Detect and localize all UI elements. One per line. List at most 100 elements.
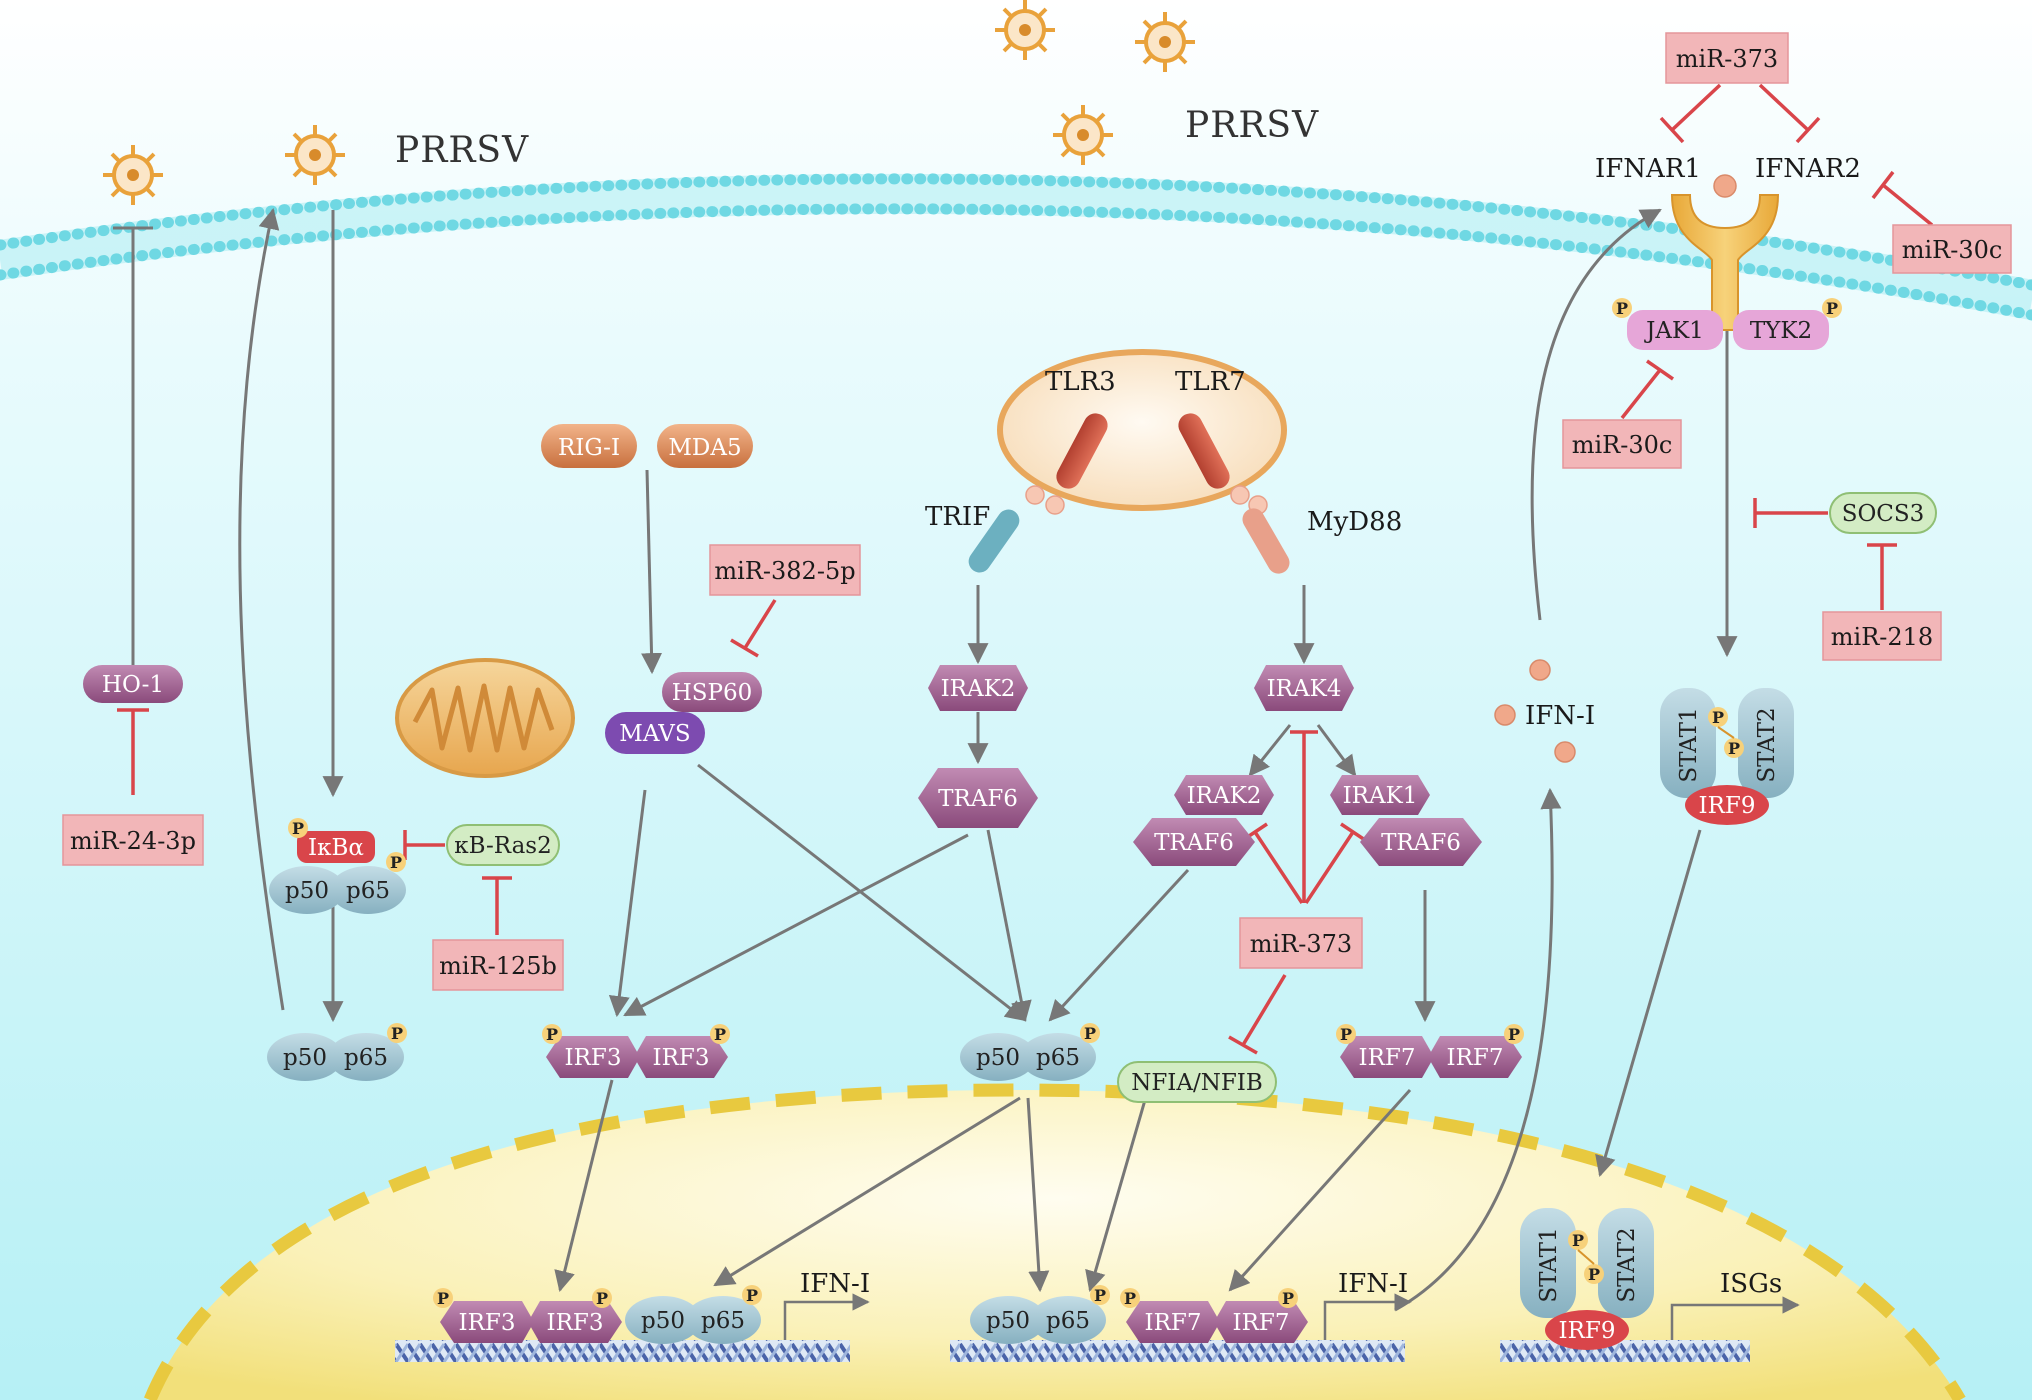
ifnar2-label: IFNAR2 [1755, 154, 1861, 184]
p50-p65-complex-nucleus-center: p50 p65 [970, 1296, 1106, 1344]
virus-icon [285, 125, 345, 185]
svg-text:IRF7: IRF7 [1145, 1310, 1202, 1336]
svg-text:P: P [437, 1289, 449, 1308]
svg-text:P: P [1124, 1289, 1136, 1308]
svg-text:HO-1: HO-1 [102, 672, 164, 698]
p-badge: P [592, 1288, 612, 1308]
svg-text:p65: p65 [346, 878, 390, 904]
p-badge: P [742, 1285, 762, 1305]
mirna-box-mir-373-center: miR-373 [1239, 917, 1363, 969]
svg-text:TRAF6: TRAF6 [1381, 830, 1461, 856]
virus-icon [1053, 105, 1113, 165]
p-badge: P [288, 818, 308, 838]
svg-text:P: P [1084, 1024, 1096, 1043]
irf3-dimer-nucleus: IRF3 IRF3 [440, 1301, 622, 1343]
svg-text:TRAF6: TRAF6 [1154, 830, 1234, 856]
svg-text:miR-218: miR-218 [1831, 623, 1933, 651]
svg-text:P: P [390, 853, 402, 872]
p50-p65-complex-active-center: p50 p65 [960, 1033, 1096, 1081]
mirna-box-mir-382-5p: miR-382-5p [709, 544, 861, 596]
virus-particles [103, 0, 1195, 205]
p-badge: P [1090, 1285, 1110, 1305]
p-badge: P [433, 1288, 453, 1308]
svg-text:JAK1: JAK1 [1644, 318, 1704, 344]
svg-text:P: P [1616, 299, 1628, 318]
svg-text:MDA5: MDA5 [668, 435, 741, 461]
irak2-node-myd88: IRAK2 [1174, 775, 1274, 815]
svg-text:IRF9: IRF9 [1559, 1318, 1616, 1344]
svg-text:STAT1: STAT1 [1676, 707, 1702, 782]
svg-text:TRAF6: TRAF6 [938, 786, 1018, 812]
ifn-i-molecules [1494, 659, 1576, 763]
svg-text:NFIA/NFIB: NFIA/NFIB [1131, 1070, 1263, 1096]
myd88-adaptor [1230, 485, 1290, 574]
svg-text:p65: p65 [701, 1308, 745, 1334]
ikba-node: IκBα [297, 831, 375, 863]
tlr7-label: TLR7 [1175, 367, 1246, 397]
jak1-node: JAK1 [1627, 310, 1723, 350]
svg-text:p65: p65 [1046, 1308, 1090, 1334]
p-badge: P [1612, 298, 1632, 318]
myd88-label: MyD88 [1307, 507, 1402, 537]
p-badge: P [1278, 1288, 1298, 1308]
svg-text:P: P [1826, 299, 1838, 318]
activation-arrows [238, 207, 1738, 1312]
svg-text:p50: p50 [285, 878, 329, 904]
transcription-arrow-ifn-center [1323, 1293, 1412, 1340]
transcription-arrow-isgs [1670, 1296, 1800, 1340]
svg-text:p65: p65 [1036, 1045, 1080, 1071]
svg-text:P: P [714, 1025, 726, 1044]
p50-p65-complex-inactive: p50 p65 [269, 866, 406, 914]
mirna-box-mir-24-3p: miR-24-3p [62, 814, 204, 866]
tlr3-receptor [1056, 413, 1108, 489]
prrsv-label-left: PRRSV [395, 130, 529, 171]
p50-p65-complex-nucleus-left: p50 p65 [625, 1296, 761, 1344]
mirna-box-mir-30c-membrane: miR-30c [1892, 224, 2012, 274]
svg-text:P: P [1508, 1025, 1520, 1044]
svg-text:STAT1: STAT1 [1536, 1227, 1562, 1302]
svg-text:miR-125b: miR-125b [439, 952, 557, 980]
ifnar-receptor [1670, 174, 1780, 331]
ifnar1-label: IFNAR1 [1595, 154, 1701, 184]
svg-text:P: P [1728, 739, 1740, 758]
virus-icon [995, 0, 1055, 60]
svg-text:IRF3: IRF3 [547, 1310, 604, 1336]
mitochondrion [395, 658, 575, 778]
ifn-i-label-cytoplasm: IFN-I [1525, 701, 1595, 731]
traf6-node-trif: TRAF6 [918, 768, 1038, 828]
kb-ras2-node: κB-Ras2 [446, 824, 560, 866]
svg-text:IRF7: IRF7 [1447, 1045, 1504, 1071]
p-badge: P [542, 1024, 562, 1044]
svg-text:IRAK2: IRAK2 [1187, 783, 1262, 809]
svg-text:P: P [1588, 1265, 1600, 1284]
svg-text:P: P [1282, 1289, 1294, 1308]
svg-text:p65: p65 [344, 1045, 388, 1071]
ho1-node: HO-1 [83, 665, 183, 703]
ifn-i-label-nucleus-left: IFN-I [800, 1269, 870, 1299]
svg-text:RIG-I: RIG-I [558, 435, 620, 461]
svg-text:SOCS3: SOCS3 [1842, 501, 1925, 527]
svg-text:miR-382-5p: miR-382-5p [714, 557, 855, 585]
p-badge: P [386, 852, 406, 872]
prrsv-label-center: PRRSV [1185, 105, 1319, 146]
tyk2-node: TYK2 [1733, 310, 1829, 350]
irf7-dimer-cytoplasm: IRF7 IRF7 [1340, 1036, 1522, 1078]
transcription-arrow-ifn-left [783, 1293, 870, 1340]
svg-text:P: P [1712, 708, 1724, 727]
dna-strands [395, 1340, 1750, 1362]
svg-text:p50: p50 [986, 1308, 1030, 1334]
irf7-dimer-nucleus: IRF7 IRF7 [1126, 1301, 1308, 1343]
svg-text:miR-30c: miR-30c [1572, 431, 1673, 459]
svg-text:P: P [391, 1024, 403, 1043]
p-badge: P [1336, 1024, 1356, 1044]
p-badge: P [387, 1023, 407, 1043]
traf6-node-myd88-right: TRAF6 [1360, 818, 1482, 866]
inhibition-lines [113, 83, 1934, 1055]
irak1-node: IRAK1 [1330, 775, 1430, 815]
trif-adaptor [968, 485, 1065, 573]
svg-text:p50: p50 [976, 1045, 1020, 1071]
svg-text:IRF7: IRF7 [1233, 1310, 1290, 1336]
p-badge: P [1504, 1024, 1524, 1044]
tlr3-label: TLR3 [1045, 367, 1116, 397]
